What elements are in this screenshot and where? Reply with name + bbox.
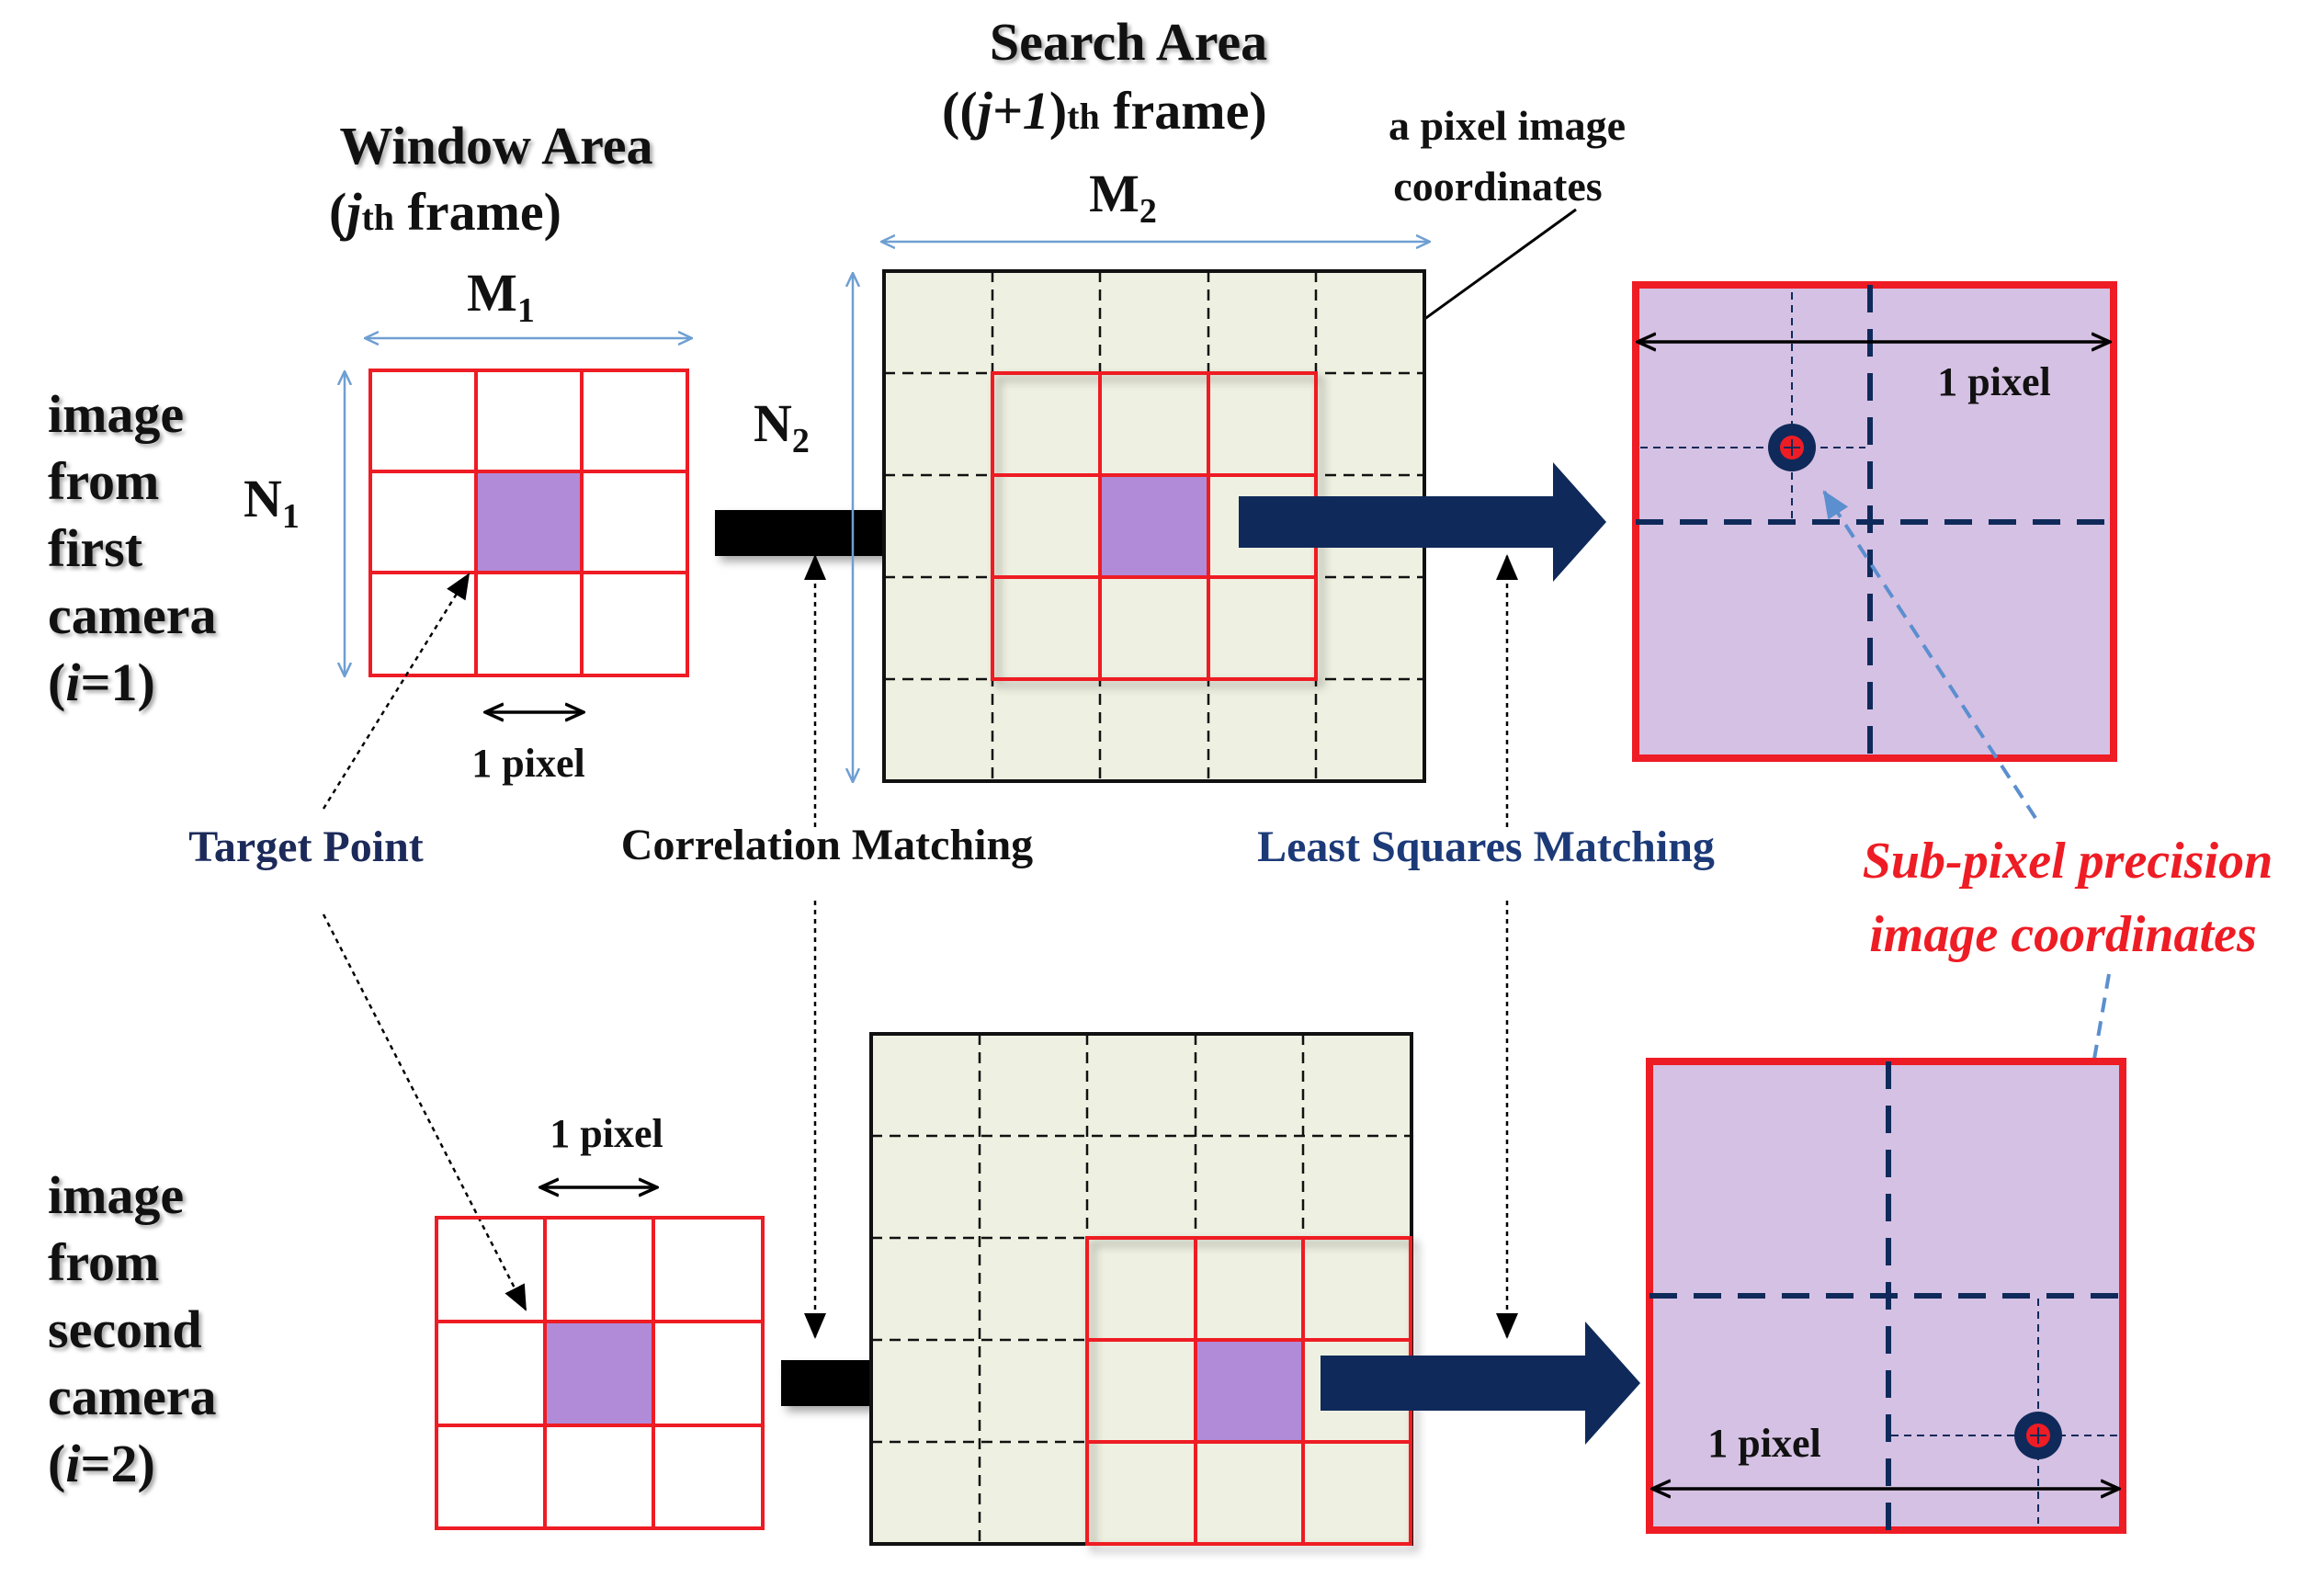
camera-2-label: image from second camera (i=2) xyxy=(48,1165,217,1493)
search-area-frame-label: ((j+1)th frame) xyxy=(942,81,1267,141)
pixel-image-label-line1: a pixel image xyxy=(1389,102,1626,149)
least-squares-matching-label: Least Squares Matching xyxy=(1257,823,1715,871)
window-area-frame-label: (jth frame) xyxy=(329,182,561,242)
subpixel-pixel-label-top: 1 pixel xyxy=(1937,359,2050,404)
pixel-image-label-line2: coordinates xyxy=(1393,163,1602,210)
svg-text:camera: camera xyxy=(48,1367,217,1426)
target-point-pointer-bottom xyxy=(322,913,527,1311)
svg-text:first: first xyxy=(48,518,143,578)
matched-pixel-bottom xyxy=(1196,1340,1303,1442)
correlation-arrow-top xyxy=(715,469,963,597)
search-grid-camera-2 xyxy=(869,1032,1413,1546)
svg-text:camera: camera xyxy=(48,585,217,645)
target-pixel-bottom xyxy=(545,1322,653,1425)
subpixel-pixel-label-bottom: 1 pixel xyxy=(1707,1421,1820,1466)
subpixel-box-camera-2 xyxy=(1646,1058,2126,1534)
window-pixel-label-bottom: 1 pixel xyxy=(550,1111,663,1156)
lsm-arrow-bottom xyxy=(1321,1322,1640,1445)
matched-pixel-top xyxy=(1100,475,1208,577)
window-pixel-label-top: 1 pixel xyxy=(471,741,584,786)
svg-text:image: image xyxy=(48,384,184,444)
window-grid-camera-2 xyxy=(435,1216,765,1530)
camera-1-label: image from first camera (i=1) xyxy=(48,384,217,712)
subpixel-precision-label-line1: Sub-pixel precision xyxy=(1863,833,2273,890)
svg-text:from: from xyxy=(48,1232,159,1292)
n1-label: N1 xyxy=(244,469,300,536)
svg-text:(i=1): (i=1) xyxy=(48,652,155,712)
subpixel-pointer-top xyxy=(1822,490,2037,820)
svg-text:(i=2): (i=2) xyxy=(48,1434,155,1493)
m1-label: M1 xyxy=(467,263,535,330)
target-point-label: Target Point xyxy=(188,823,424,871)
svg-text:from: from xyxy=(48,451,159,511)
lsm-arrow-top xyxy=(1239,462,1606,582)
target-pixel xyxy=(476,471,582,573)
search-area-title: Search Area xyxy=(990,12,1267,72)
subpixel-box-camera-1 xyxy=(1632,281,2117,762)
svg-text:image: image xyxy=(48,1165,184,1225)
correlation-matching-label: Correlation Matching xyxy=(621,821,1033,869)
svg-text:second: second xyxy=(48,1299,202,1359)
m2-label: M2 xyxy=(1089,164,1157,231)
window-area-title: Window Area xyxy=(339,116,652,176)
window-grid-camera-1 xyxy=(368,369,689,677)
n2-label: N2 xyxy=(754,393,810,460)
subpixel-precision-label-line2: image coordinates xyxy=(1869,906,2257,963)
search-grid-camera-1 xyxy=(882,269,1426,783)
